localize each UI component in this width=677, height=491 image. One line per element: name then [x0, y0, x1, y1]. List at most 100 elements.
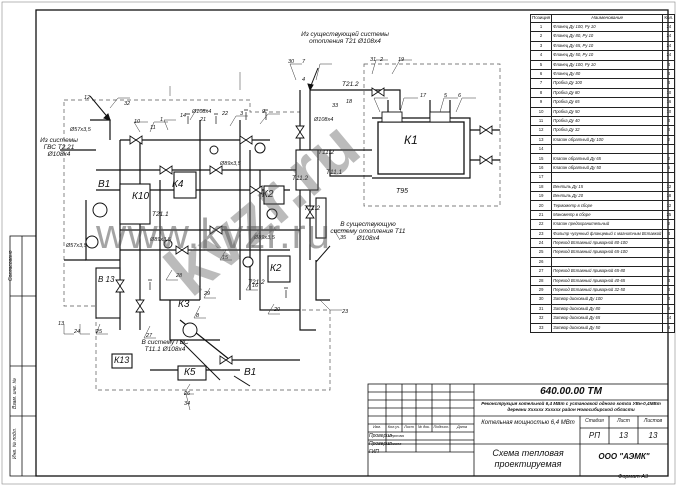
position-mark: 16 [252, 283, 259, 289]
position-mark: 2 [380, 57, 384, 63]
spec-pos: 28 [529, 275, 553, 286]
pipe-tag: Т11.2 [304, 205, 321, 212]
spec-row: 17 [529, 172, 676, 183]
position-mark: 24 [74, 329, 81, 335]
spec-name: Пробка Ду 65 [551, 97, 664, 108]
spec-header: Позиция Наименование Кол. [529, 14, 676, 23]
spec-qty: 4 [662, 294, 676, 305]
side-stamp-replace: Взам. инв. № [12, 378, 18, 409]
note-to-dhw: В систему ГВС Т11.1 Ø108х4 [141, 339, 189, 353]
pipe-tag: Т21.1 [152, 211, 169, 218]
spec-header-name: Наименование [551, 14, 664, 23]
position-mark: 34 [184, 401, 191, 407]
spec-qty: 4 [662, 284, 676, 296]
spec-pos: 13 [529, 134, 553, 146]
position-mark: 12 [84, 95, 91, 101]
spec-name: Термометр в сборе [551, 200, 664, 211]
position-mark: 4 [302, 77, 306, 83]
stamp-col-header: Дата [456, 425, 468, 429]
position-mark: 5 [444, 93, 448, 99]
spec-qty [662, 256, 676, 268]
spec-name: Затвор дисковый Ду 65 [551, 313, 664, 324]
spec-qty: 4 [662, 247, 676, 258]
boiler-room-boundary [63, 99, 331, 391]
spec-pos: 1 [529, 21, 553, 33]
spec-row: 26 [529, 256, 676, 268]
spec-name [551, 144, 664, 155]
spec-qty: 2 [662, 219, 676, 230]
spec-name: Затвор дисковый Ду 50 [551, 322, 664, 333]
position-mark: 32 [124, 101, 131, 107]
side-stamp [9, 235, 37, 477]
spec-name: Пробка Ду 80 [551, 87, 664, 99]
flow-arrows [89, 67, 331, 387]
spec-row: 14 [529, 144, 676, 155]
pipe-tag: Т11.1 [326, 169, 343, 176]
pipe-size: Ø89х3,5 [220, 161, 241, 167]
spec-qty: 12 [662, 200, 676, 211]
spec-pos: 12 [529, 125, 553, 136]
pipe-tag: Т11.2 [292, 175, 309, 182]
spec-pos: 16 [529, 162, 553, 174]
pipe-tag: Т21.2 [342, 81, 359, 88]
spec-pos: 32 [529, 313, 553, 324]
spec-pos: 2 [529, 31, 553, 42]
leader-lines [63, 59, 476, 411]
stamp-person: Чернова [388, 433, 404, 438]
note-to-heating: В существующую систему отопления Т11 Ø10… [330, 221, 406, 242]
spec-name: Клапан обратный Ду 100 [551, 134, 664, 146]
position-mark: 27 [146, 333, 153, 339]
sheets-label: Листов [643, 418, 663, 424]
spec-qty: 24 [662, 50, 676, 61]
spec-name: Вентиль Ду 20 [551, 191, 664, 202]
spec-qty: 4 [662, 125, 676, 136]
pipe-size: Ø108х4 [314, 117, 334, 123]
label-b1: В1 [98, 179, 111, 190]
spec-qty: 2 [662, 134, 676, 146]
spec-name: Пробка Ду 100 [551, 78, 664, 89]
spec-name: Переход Вставный приварной 40-65 [551, 275, 664, 286]
label-t95: Т95 [396, 188, 409, 195]
spec-qty: 8 [662, 303, 676, 315]
spec-name: Клапан обратный Ду 65 [551, 153, 664, 164]
part-title: Котельная мощностью 6,4 МВт [481, 420, 575, 426]
stamp-role: Проверил [369, 441, 392, 447]
stamp-role: Проверил [369, 433, 392, 439]
spec-name: Фланец Ду 80 [551, 68, 664, 80]
label-k13: К13 [114, 355, 130, 365]
spec-header-pos: Позиция [529, 14, 553, 23]
drawing-code: 640.00.00 ТМ [540, 386, 602, 397]
spec-name: Затвор дисковый Ду 100 [551, 294, 664, 305]
label-k2: К2 [270, 263, 282, 274]
spec-name: Переход Вставный приварной 65-100 [551, 247, 664, 258]
side-stamp-agreed: Согласовано [8, 250, 14, 282]
stage-value: РП [588, 431, 601, 440]
spec-pos: 24 [529, 237, 553, 249]
spec-pos: 29 [529, 284, 553, 296]
valve-symbols [115, 87, 493, 365]
project-title: Реконструкция котельной 6,4 МВт с устано… [481, 401, 661, 412]
spec-qty: 12 [662, 181, 676, 193]
spec-qty: 10 [662, 87, 676, 99]
spec-qty: 5 [662, 162, 676, 174]
spec-qty: 14 [662, 313, 676, 324]
spec-qty: 4 [662, 59, 676, 70]
stamp-person: Бигаев [388, 441, 402, 446]
label-k2: К2 [262, 189, 274, 200]
